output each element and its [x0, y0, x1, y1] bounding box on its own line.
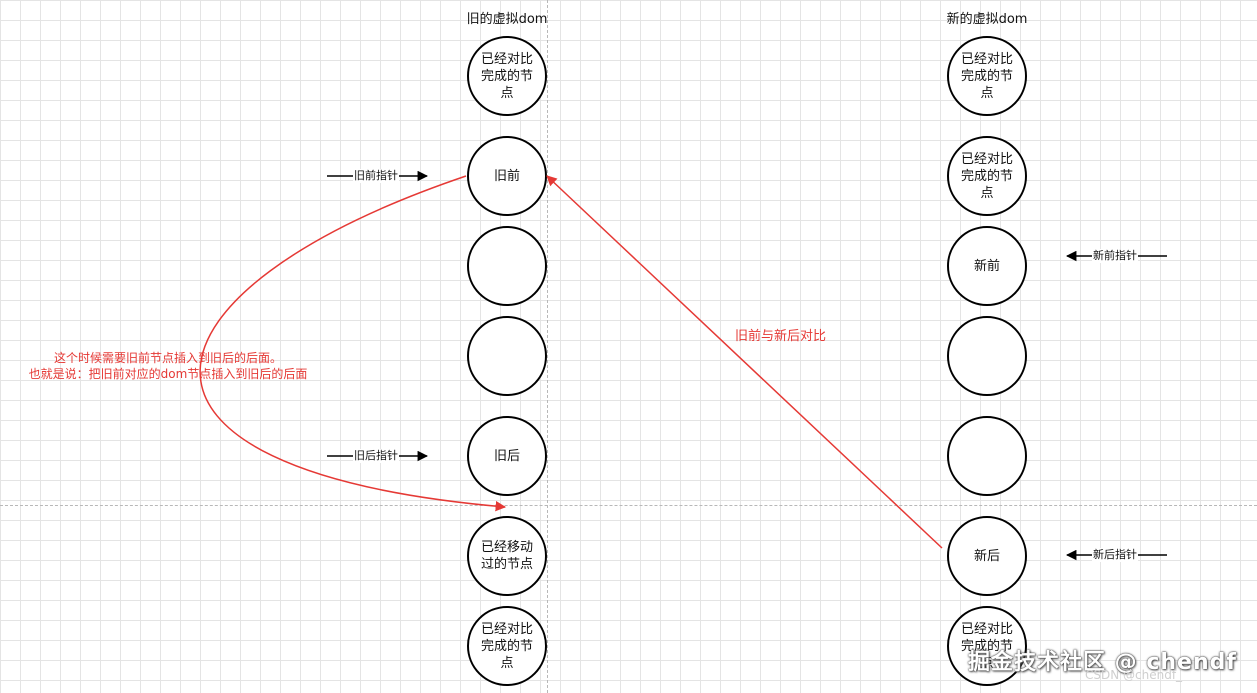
new-node-1-label: 已经对比完成的节点: [960, 51, 1013, 101]
new-vdom-title: 新的虚拟dom: [946, 12, 1028, 27]
old-node-2-old-front: 旧前: [467, 136, 547, 216]
new-node-2-label: 已经对比完成的节点: [960, 151, 1013, 201]
new-node-6-new-back: 新后: [947, 516, 1027, 596]
new-node-3-label: 新前: [973, 258, 1000, 274]
old-node-2-label: 旧前: [493, 168, 520, 184]
old-back-pointer-label: 旧后指针: [353, 449, 399, 463]
new-node-7-label: 已经对比完成的节点: [960, 621, 1013, 671]
compare-arrow: [546, 175, 943, 549]
new-back-pointer-label: 新后指针: [1092, 548, 1138, 562]
old-node-4: [467, 316, 547, 396]
move-annotation-line-1: 这个时候需要旧前节点插入到旧后的后面。: [53, 351, 282, 365]
new-node-6-label: 新后: [973, 548, 1000, 564]
old-node-6: 已经移动过的节点: [467, 516, 547, 596]
old-node-6-label: 已经移动过的节点: [480, 540, 533, 572]
guide-line-horizontal: [0, 505, 1257, 506]
new-node-5: [947, 416, 1027, 496]
old-node-7-label: 已经对比完成的节点: [480, 621, 533, 671]
move-annotation: 这个时候需要旧前节点插入到旧后的后面。 也就是说：把旧前对应的dom节点插入到旧…: [8, 350, 328, 382]
old-node-7: 已经对比完成的节点: [467, 606, 547, 686]
new-node-7: 已经对比完成的节点: [947, 606, 1027, 686]
new-node-3-new-front: 新前: [947, 226, 1027, 306]
old-node-1: 已经对比完成的节点: [467, 36, 547, 116]
new-node-1: 已经对比完成的节点: [947, 36, 1027, 116]
guide-line-vertical: [547, 0, 548, 693]
old-front-pointer-label: 旧前指针: [353, 169, 399, 183]
watermark-main: 掘金技术社区 @ chendf: [968, 650, 1237, 675]
old-node-1-label: 已经对比完成的节点: [480, 51, 533, 101]
move-arrow-curve: [199, 175, 507, 512]
old-vdom-title: 旧的虚拟dom: [466, 12, 548, 27]
old-node-5-label: 旧后: [493, 448, 520, 464]
old-node-3: [467, 226, 547, 306]
old-node-5-old-back: 旧后: [467, 416, 547, 496]
new-node-2: 已经对比完成的节点: [947, 136, 1027, 216]
move-annotation-line-2: 也就是说：把旧前对应的dom节点插入到旧后的后面: [28, 367, 308, 381]
watermark-sub: CSDN @chendf_: [1085, 668, 1183, 682]
new-front-pointer-label: 新前指针: [1092, 249, 1138, 263]
new-node-4: [947, 316, 1027, 396]
compare-annotation: 旧前与新后对比: [735, 329, 827, 344]
